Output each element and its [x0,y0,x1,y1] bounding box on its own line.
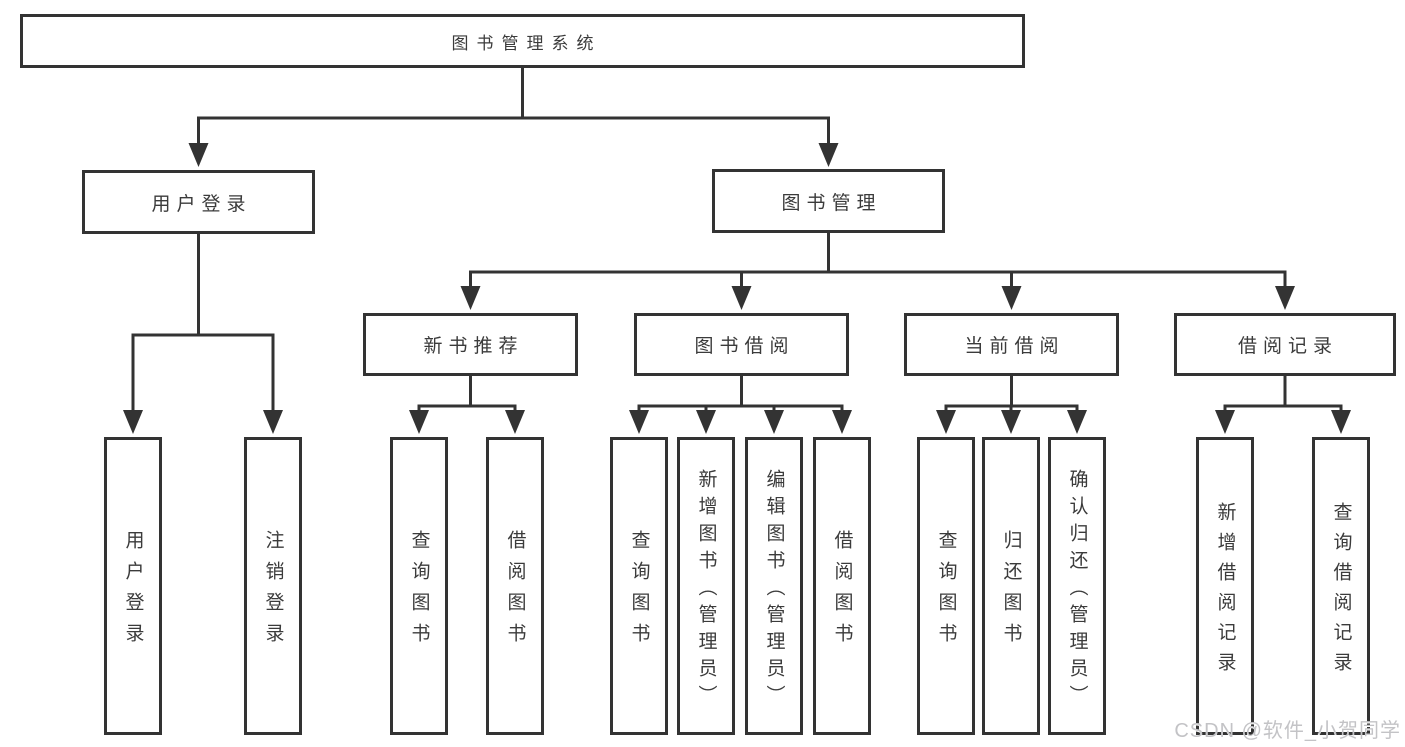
node-new-book-recommend: 新书推荐 [363,313,578,376]
leaf-label: 借阅图书 [504,530,526,654]
node-label: 当前借阅 [964,336,1065,357]
leaf-label: 新增图书（管理员） [695,468,717,712]
leaf-label: 查询图书 [408,530,430,654]
leaf-recommend-borrow-books: 借阅图书 [486,437,544,735]
leaf-records-query-record: 查询借阅记录 [1312,437,1370,735]
leaf-borrow-edit-books-admin: 编辑图书（管理员） [745,437,803,735]
leaf-label: 注销登录 [262,530,284,654]
node-label: 新书推荐 [423,336,524,357]
leaf-label: 确认归还（管理员） [1066,468,1088,712]
arrowheads [123,143,1351,434]
leaf-borrow-query-books: 查询图书 [610,437,668,735]
leaf-user-login: 用户登录 [104,437,162,735]
leaf-label: 归还图书 [1000,530,1022,654]
node-book-management: 图书管理 [712,169,945,233]
leaf-label: 编辑图书（管理员） [763,468,785,712]
node-book-borrow: 图书借阅 [634,313,849,376]
leaf-label: 查询借阅记录 [1330,501,1352,682]
node-label: 图书借阅 [694,336,795,357]
node-borrow-records: 借阅记录 [1174,313,1396,376]
leaf-current-query-books: 查询图书 [917,437,975,735]
node-label: 图书管理 [781,192,882,214]
leaf-current-confirm-return-admin: 确认归还（管理员） [1048,437,1106,735]
leaf-current-return-books: 归还图书 [982,437,1040,735]
leaf-borrow-add-books-admin: 新增图书（管理员） [677,437,735,735]
root-node-label: 图书管理系统 [451,33,602,53]
leaf-label: 查询图书 [628,530,650,654]
leaf-borrow-borrow-books: 借阅图书 [813,437,871,735]
leaf-label: 查询图书 [935,530,957,654]
node-label: 用户登录 [151,193,252,215]
leaf-recommend-query-books: 查询图书 [390,437,448,735]
watermark: CSDN @软件_小贺同学 [1174,720,1401,742]
node-label: 借阅记录 [1237,336,1338,357]
root-node: 图书管理系统 [20,14,1025,68]
leaf-records-add-record: 新增借阅记录 [1196,437,1254,735]
node-user-login: 用户登录 [82,170,315,234]
leaf-logout: 注销登录 [244,437,302,735]
node-current-borrow: 当前借阅 [904,313,1119,376]
leaf-label: 新增借阅记录 [1214,501,1236,682]
leaf-label: 借阅图书 [831,530,853,654]
leaf-label: 用户登录 [122,530,144,654]
